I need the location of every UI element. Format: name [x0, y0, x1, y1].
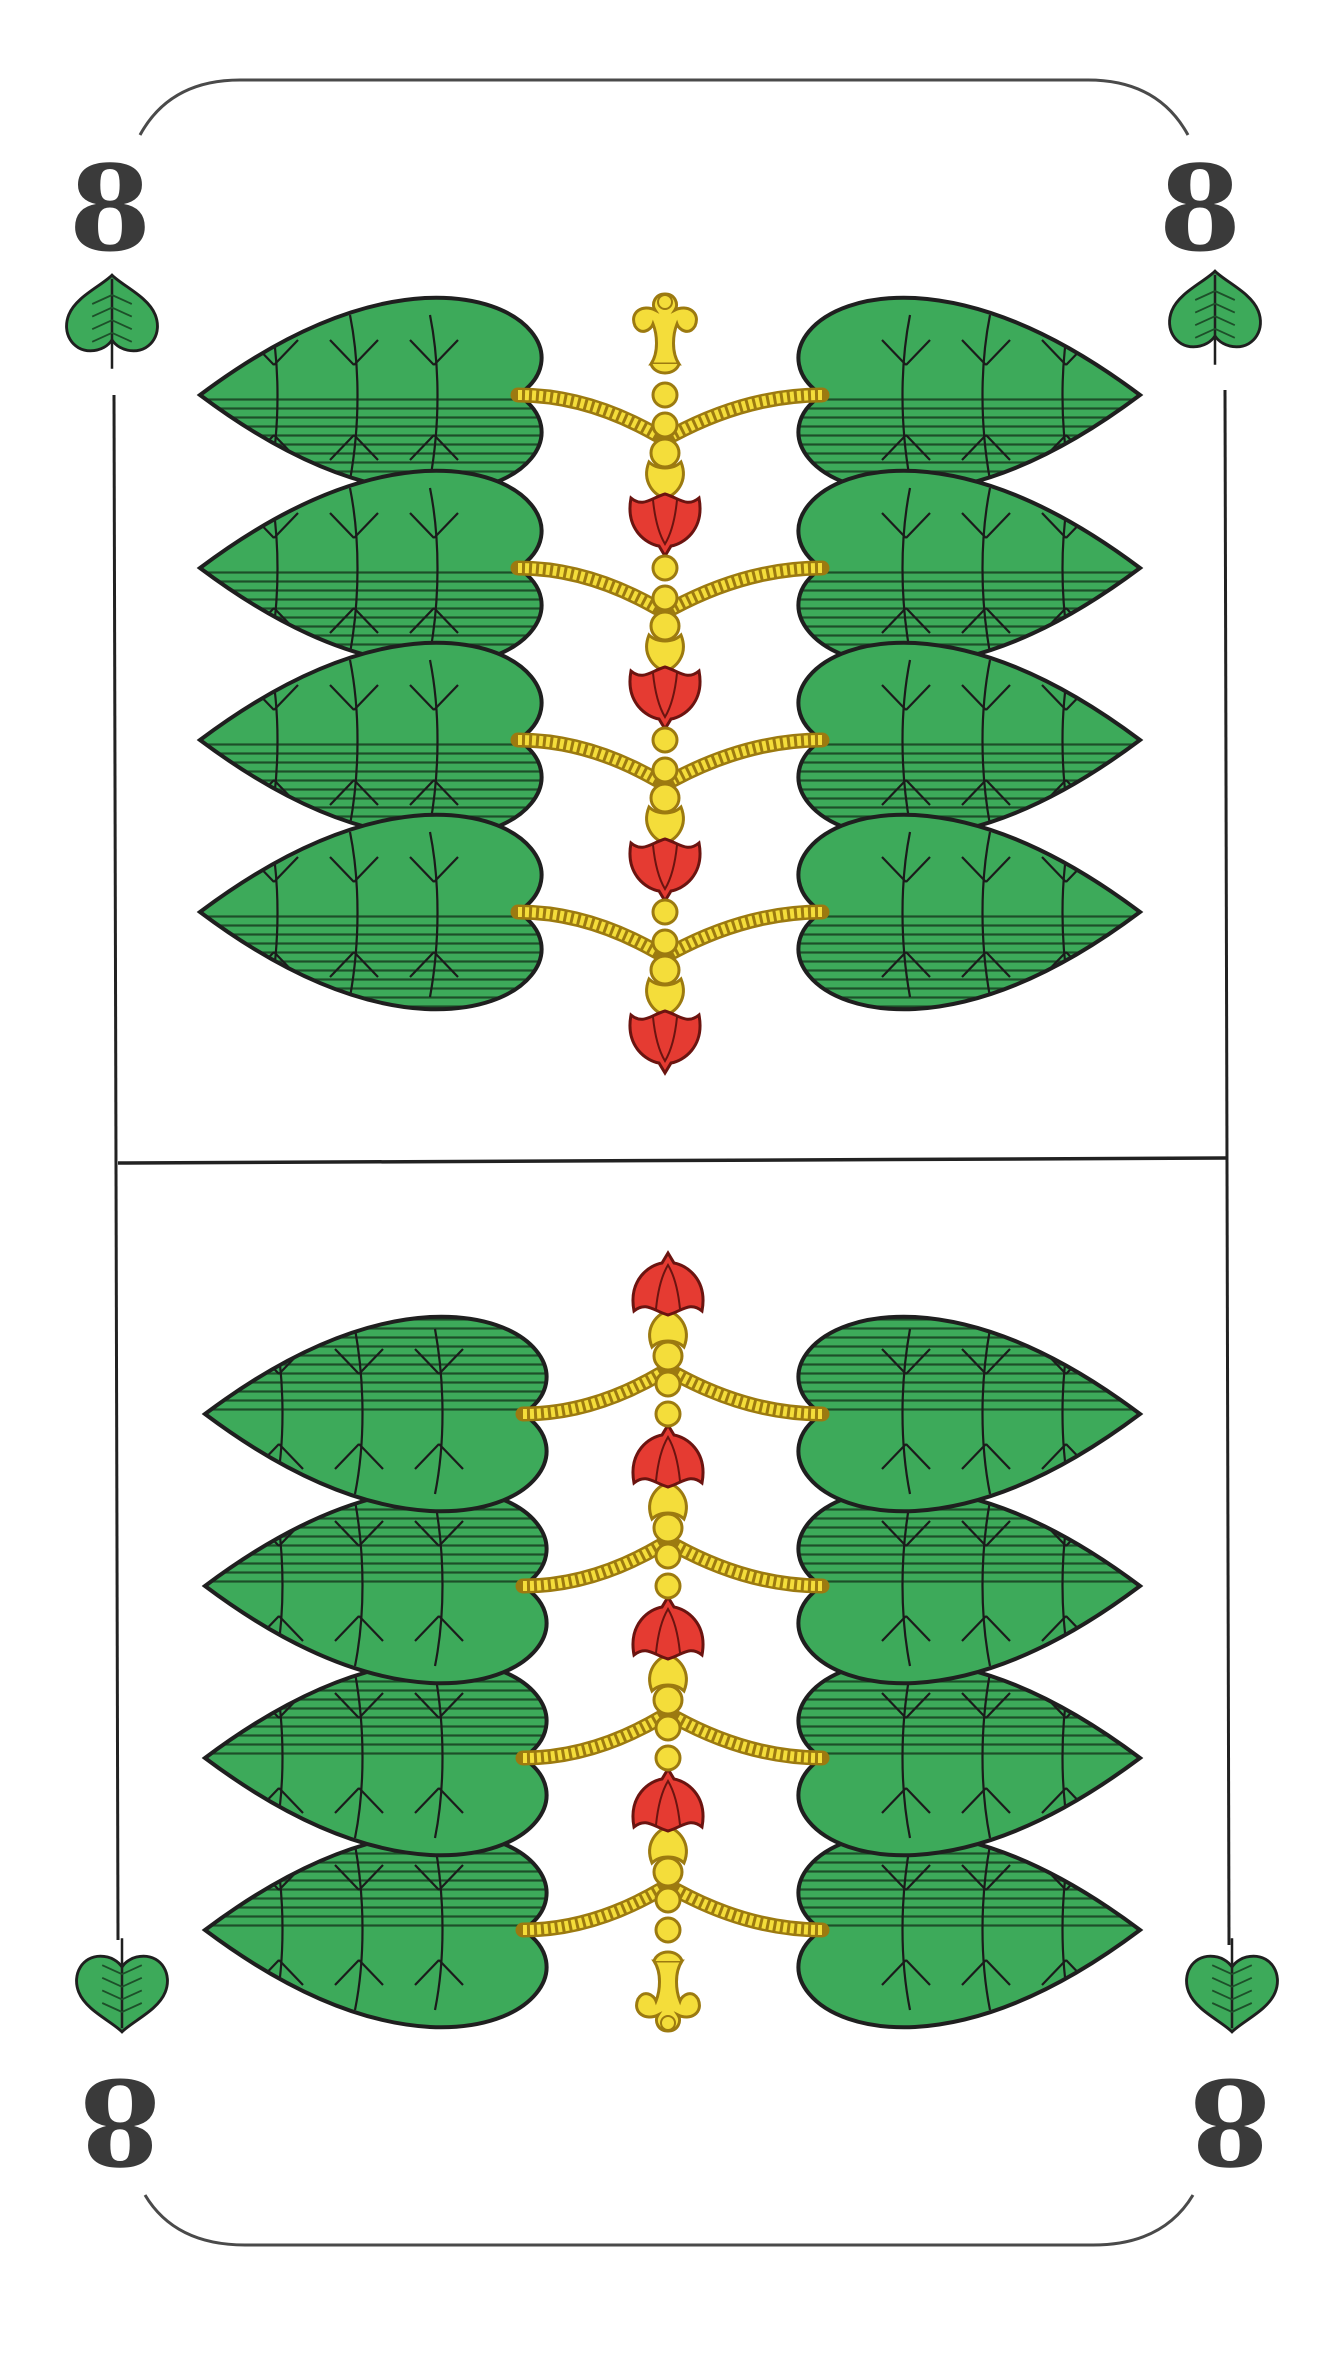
lower-bead-2c [652, 1684, 684, 1716]
frame-bottom-arc [143, 2194, 1195, 2247]
upper-leaf-left-2 [196, 468, 544, 668]
frame-left-line [112, 394, 120, 1941]
upper-tulip-2 [628, 632, 702, 732]
frame-middle-line [117, 1156, 1227, 1165]
lower-stem-right-2 [668, 1710, 830, 1766]
lower-bead-2a [654, 1744, 682, 1772]
corner-suit-top-left-leaf-icon [65, 273, 159, 369]
upper-bead-1b [651, 411, 679, 439]
lower-tulip-3 [631, 1422, 705, 1522]
lower-bead-3a [654, 1572, 682, 1600]
lower-bead-4b [654, 1370, 682, 1398]
lower-bead-1c [652, 1856, 684, 1888]
upper-stem-left-3 [510, 732, 665, 788]
lower-bead-4a [654, 1400, 682, 1428]
upper-tulip-3 [628, 804, 702, 904]
upper-stem-left-1 [510, 387, 665, 443]
corner-rank-bottom-right: 8 [1189, 2052, 1271, 2191]
card-frame [112, 78, 1231, 2247]
upper-stem-right-2 [665, 560, 830, 616]
lower-stem-right-1 [668, 1882, 830, 1938]
lower-bead-4c [652, 1340, 684, 1372]
corner-suit-top-right-leaf-icon [1168, 269, 1262, 365]
upper-bead-3a [651, 726, 679, 754]
lower-stem-left-3 [515, 1538, 668, 1594]
lower-bead-3c [652, 1512, 684, 1544]
upper-bead-4a [651, 898, 679, 926]
lower-tulip-1 [631, 1766, 705, 1866]
upper-stem-right-3 [665, 732, 830, 788]
upper-bead-2b [651, 584, 679, 612]
lower-bead-1b [654, 1886, 682, 1914]
upper-stem-left-2 [510, 560, 665, 616]
lower-stem-left-1 [515, 1882, 668, 1938]
upper-stem-right-1 [665, 387, 830, 443]
lower-leaf-left-4 [201, 1314, 549, 1514]
lower-bead-3b [654, 1542, 682, 1570]
upper-bead-1c [649, 437, 681, 469]
upper-stem-right-4 [665, 904, 830, 960]
lower-finial [635, 1950, 701, 2033]
upper-tulip-4 [628, 976, 702, 1076]
upper-bead-2c [649, 610, 681, 642]
corner-suit-bottom-left-leaf-icon [75, 1938, 169, 2034]
upper-bead-4b [651, 928, 679, 956]
upper-bead-3c [649, 782, 681, 814]
lower-half [201, 1250, 1144, 2033]
lower-tulip-2 [631, 1594, 705, 1694]
upper-half [196, 292, 1144, 1076]
lower-stem-left-4 [515, 1366, 668, 1422]
frame-top-arc [138, 78, 1190, 136]
lower-stem-right-3 [668, 1538, 830, 1594]
corner-suit-bottom-right-leaf-icon [1185, 1938, 1279, 2034]
lower-stem-right-4 [668, 1366, 830, 1422]
upper-tulip-1 [628, 459, 702, 559]
corner-rank-bottom-left: 8 [79, 2052, 161, 2191]
upper-bead-2a [651, 554, 679, 582]
lower-bead-2b [654, 1714, 682, 1742]
lower-stem-left-2 [515, 1710, 668, 1766]
corner-rank-top-right: 8 [1159, 139, 1241, 278]
frame-right-line [1223, 389, 1231, 1946]
upper-finial [632, 292, 698, 375]
upper-bead-1a [651, 381, 679, 409]
corner-suits [65, 269, 1279, 2034]
lower-bead-1a [654, 1916, 682, 1944]
upper-bead-3b [651, 756, 679, 784]
upper-stem-left-4 [510, 904, 665, 960]
upper-bead-4c [649, 954, 681, 986]
lower-tulip-4 [631, 1250, 705, 1350]
corner-rank-top-left: 8 [69, 139, 151, 278]
